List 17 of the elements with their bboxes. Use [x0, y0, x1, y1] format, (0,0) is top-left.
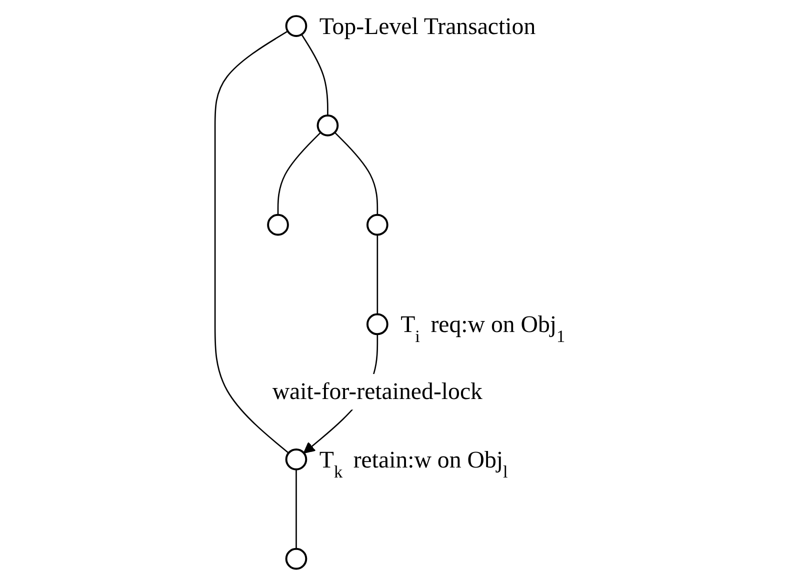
node-caption: Top-Level Transaction — [319, 14, 536, 40]
edge-label: wait-for-retained-lock — [272, 374, 482, 410]
connector-line — [214, 30, 289, 454]
circle-node — [267, 214, 289, 236]
circle-node — [366, 313, 388, 336]
node-caption: T$_{k}$ retain:w on Obj$_{l}$ — [319, 447, 508, 481]
connector-line — [277, 132, 322, 215]
circle-node — [316, 114, 339, 136]
circle-node — [366, 214, 388, 236]
circle-node — [285, 548, 308, 570]
connector-line — [334, 132, 378, 215]
connector-line — [300, 34, 328, 116]
circle-node — [285, 15, 308, 37]
circle-node — [285, 448, 308, 470]
connector-line — [296, 469, 297, 549]
connector-line — [376, 234, 378, 314]
node-caption: T$_{i}$ req:w on Obj$_{1}$ — [400, 312, 566, 346]
